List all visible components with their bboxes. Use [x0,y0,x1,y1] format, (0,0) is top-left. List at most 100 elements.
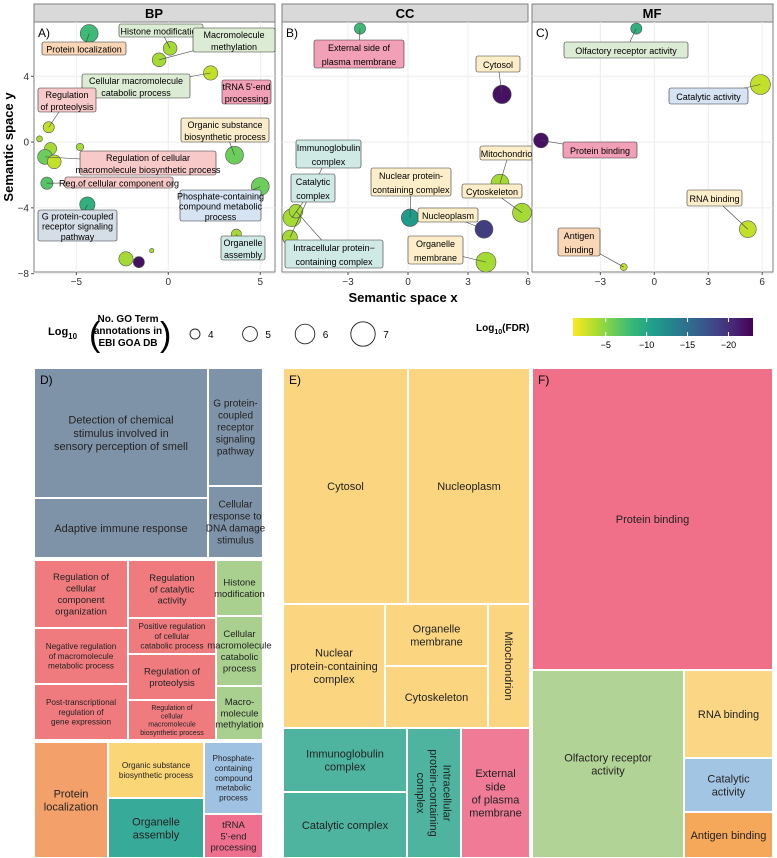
fdr-colorbar-ticks: −5−10−15−20 [601,318,736,350]
size-legend-label: 6 [323,330,329,341]
callout-label: Catalytic activity [676,92,741,102]
facet-title-bp: BP [145,6,163,21]
callout-label: Cytosol [483,60,513,70]
callout-box [221,79,272,105]
fdr-tick-label: −5 [601,340,611,350]
callout-label: Nuclear protein-containing complex [372,171,450,195]
panel-letter-c: C) [536,26,549,40]
size-legend-circle [189,328,201,340]
callout-label: Protein localization [46,45,122,55]
treemap-tile-label: RNA binding [698,709,759,721]
panel-letter: F) [538,373,549,387]
size-legend-circle [294,323,316,345]
size-legend-open-paren: ( [89,316,101,354]
callout-box [461,183,523,199]
x-tick-label: −3 [342,277,354,288]
y-tick-label: 4 [23,72,29,83]
y-tick-labels: 40−4−8 [18,72,34,280]
callout-box [417,207,479,223]
callout-box [290,173,336,203]
treemap-tile [460,727,531,858]
callout-label: Reg.of cellular component org [59,179,179,189]
treemap-tile [282,791,408,858]
size-legend-circle [242,326,258,342]
x-tick-label: 6 [759,277,765,288]
callout-box [64,176,174,189]
callout-label: Protein binding [570,146,630,156]
size-legend-close-paren: ) [160,316,171,354]
fdr-legend-title: Log10(FDR) [476,323,529,336]
callout-box [562,141,638,159]
panel-letter: D) [40,373,53,387]
callout-box [563,41,689,59]
callout-label: Mitochondrion [481,149,538,159]
treemap-tile [215,685,264,741]
callout-box [557,227,601,257]
treemap-tile [33,367,209,499]
x-tick-label: 3 [465,277,471,288]
scatter-panel-mf: MF Olfactory receptor activityCatalytic … [531,3,774,288]
x-tick-label: 6 [525,277,531,288]
treemap-tile [406,727,462,858]
go-term-point [118,251,134,267]
size-legend-circle [350,321,376,347]
size-legend-title-1: No. GO Term [98,314,159,325]
x-tick-label: 3 [705,277,711,288]
callout-box [79,150,217,176]
size-legend: Log10 ( ) No. GO Term annotations in EBI… [48,314,389,354]
treemap-tile-label: Cytoskeleton [405,692,469,704]
treemap-tile-label: Antigen binding [691,830,767,842]
callout-box [37,87,97,113]
callout-box [370,167,452,197]
callout-box [407,235,464,265]
fdr-colorbar [573,318,753,336]
treemap-tile [407,367,531,605]
go-term-point [47,154,62,169]
size-legend-label: 7 [383,330,389,341]
callout-label: Cytoskeleton [466,187,518,197]
treemap-tile-label: Cytosol [327,481,364,493]
callout-box [180,117,270,143]
panel-letter-b: B) [286,26,298,40]
callout-box [686,189,743,207]
size-legend-title-2: annotations in [94,326,162,337]
y-tick-label: −8 [18,269,30,280]
fdr-color-legend: Log10(FDR) −5−10−15−20 [476,318,753,350]
x-tick-label: 0 [652,277,658,288]
treemap-tile [203,813,264,858]
treemap-tile [33,559,129,629]
treemap-tile [127,617,217,655]
size-legend-label: 5 [265,330,271,341]
treemap-tile [33,741,109,858]
y-axis-title: Semantic space y [1,92,16,202]
